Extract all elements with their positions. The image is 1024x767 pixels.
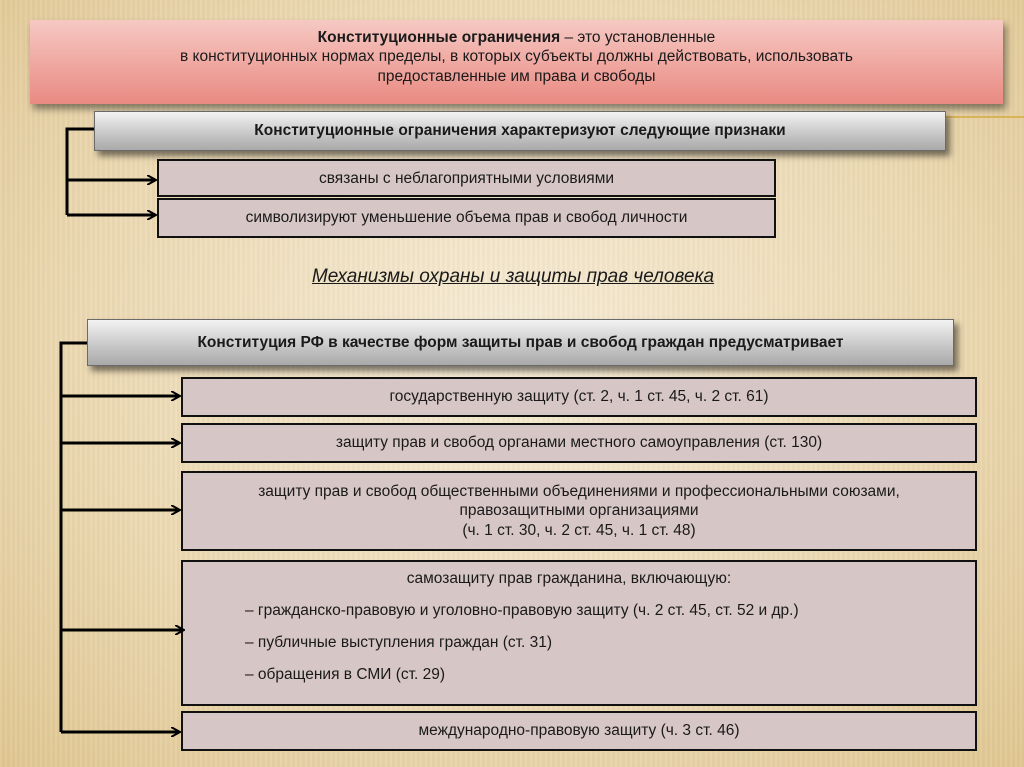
protection-header: Конституция РФ в качестве форм защиты пр…	[87, 319, 954, 366]
definition-box: Конституционные ограничения – это устано…	[30, 20, 1003, 104]
self-defense-sub-3: – обращения в СМИ (ст. 29)	[245, 666, 446, 683]
self-defense-sub-1: – гражданско-правовую и уголовно-правову…	[245, 602, 799, 619]
protection-header-text: Конституция РФ в качестве форм защиты пр…	[197, 333, 844, 351]
protection-item-local: защиту прав и свобод органами местного с…	[181, 423, 977, 463]
feature-item-1-text: связаны с неблагоприятными условиями	[318, 170, 615, 187]
protection-item-local-text: защиту прав и свобод органами местного с…	[335, 434, 823, 451]
protection-item-associations: защиту прав и свобод общественными объед…	[181, 471, 977, 551]
protection-item-state: государственную защиту (ст. 2, ч. 1 ст. …	[181, 377, 977, 417]
associations-line-1: защиту прав и свобод общественными объед…	[258, 482, 900, 500]
associations-line-2: правозащитными организациями	[459, 502, 699, 520]
feature-item-1: связаны с неблагоприятными условиями	[157, 159, 776, 197]
definition-line-1-rest: – это установленные	[560, 29, 716, 46]
protection-item-international-text: международно-правовую защиту (ч. 3 ст. 4…	[418, 722, 740, 739]
definition-term: Конституционные ограничения	[317, 29, 561, 46]
connector-trunk-2	[59, 341, 87, 732]
section-title: Механизмы охраны и защиты прав человека	[311, 266, 715, 287]
definition-line-2: в конституционных нормах пределы, в кото…	[179, 48, 854, 66]
protection-item-self-defense: самозащиту прав гражданина, включающую: …	[181, 560, 977, 706]
feature-item-2: символизируют уменьшение объема прав и с…	[157, 198, 776, 238]
protection-item-associations-text: защиту прав и свобод общественными объед…	[258, 482, 900, 540]
decorative-line	[946, 116, 1024, 118]
definition-line-1: Конституционные ограничения – это устано…	[50, 28, 983, 47]
features-header-text: Конституционные ограничения характеризую…	[254, 122, 786, 139]
feature-item-2-text: символизируют уменьшение объема прав и с…	[245, 209, 688, 226]
self-defense-head: самозащиту прав гражданина, включающую:	[406, 570, 732, 587]
associations-line-3: (ч. 1 ст. 30, ч. 2 ст. 45, ч. 1 ст. 48)	[462, 521, 696, 539]
protection-item-state-text: государственную защиту (ст. 2, ч. 1 ст. …	[389, 388, 769, 405]
features-header: Конституционные ограничения характеризую…	[94, 111, 946, 151]
definition-line-3: предоставленные им права и свободы	[377, 67, 656, 85]
protection-item-international: международно-правовую защиту (ч. 3 ст. 4…	[181, 711, 977, 751]
connector-trunk-1	[65, 127, 94, 215]
self-defense-sub-2: – публичные выступления граждан (ст. 31)	[245, 634, 553, 651]
